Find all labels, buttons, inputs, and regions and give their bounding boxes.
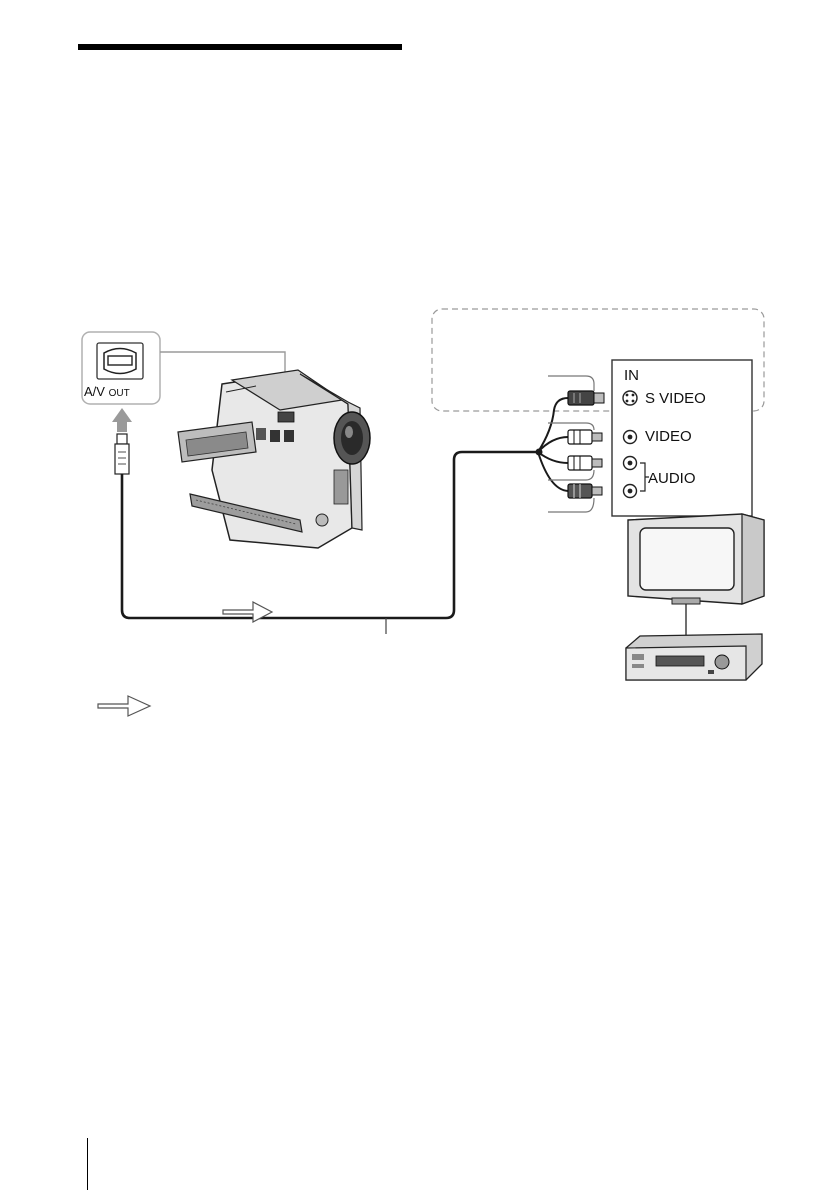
legend-signal-flow-arrow-icon [98,696,150,716]
audio-right-branch-cable [538,452,568,491]
rca-plug-audio-left-icon [568,456,602,470]
s-video-label: S VIDEO [645,391,706,406]
rca-plug-audio-right-icon [568,484,602,498]
rca-plug-video-icon [568,430,602,444]
s-video-plug-icon [568,391,604,405]
cable-junction [536,449,543,456]
av-out-label-main: A/V [84,384,105,399]
camcorder-icon [178,370,370,548]
plug-leader-3 [548,470,594,480]
audio-right-jack-icon [624,485,637,498]
up-arrow-icon [112,408,132,432]
av-plug-icon [115,434,129,474]
audio-left-jack-icon [624,457,637,470]
s-video-branch-cable [538,398,568,452]
audio-left-branch-cable [538,452,568,463]
plug-leader-2 [548,423,594,430]
video-jack-icon [624,431,637,444]
av-out-label-small: OUT [109,388,130,399]
video-label: VIDEO [645,429,692,444]
audio-label: AUDIO [648,471,696,486]
s-video-jack-icon [623,391,637,405]
tv-in-label: IN [624,368,639,383]
plug-leader-1 [548,376,594,391]
av-out-label: A/V OUT [84,385,130,399]
vcr-icon [626,634,762,680]
television-icon [628,514,764,604]
plug-leader-4 [548,498,594,512]
